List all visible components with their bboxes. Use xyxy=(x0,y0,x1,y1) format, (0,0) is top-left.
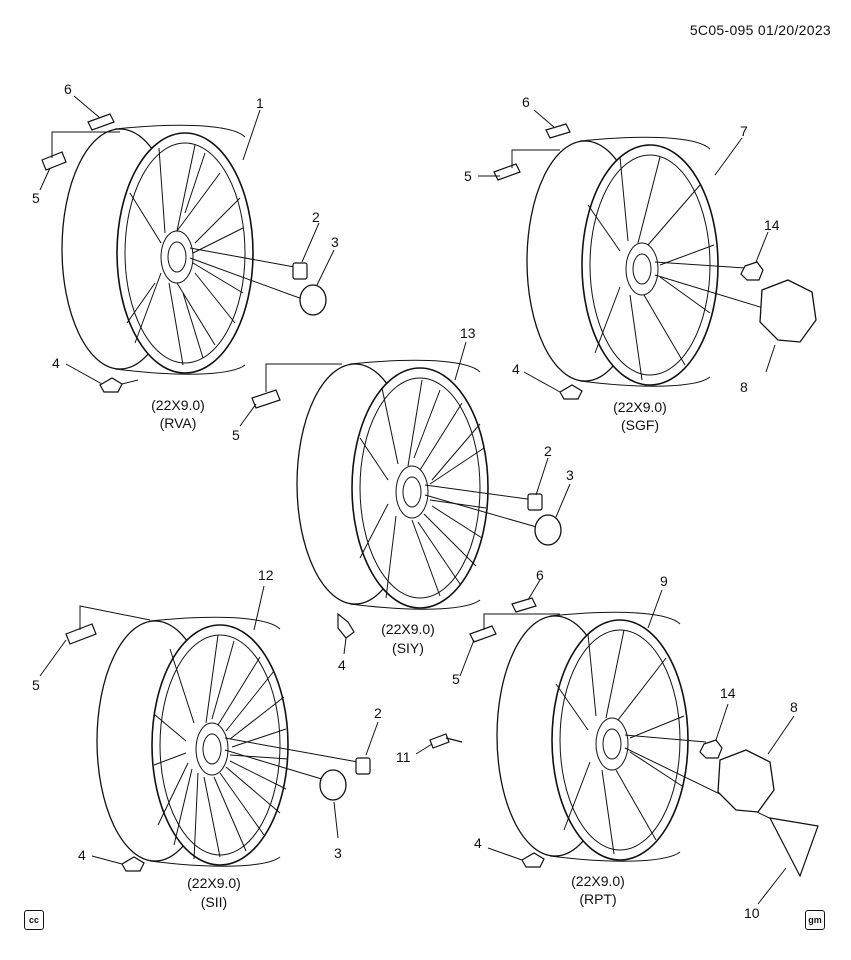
callout-2c: 2 xyxy=(374,705,382,721)
callout-3a: 3 xyxy=(331,234,339,250)
callout-8b: 8 xyxy=(790,699,798,715)
callout-10: 10 xyxy=(744,905,760,921)
callout-4e: 4 xyxy=(474,835,482,851)
callout-4a: 4 xyxy=(52,355,60,371)
callout-9: 9 xyxy=(660,573,668,589)
wheel-rpt xyxy=(496,611,689,863)
callout-14b: 14 xyxy=(720,685,736,701)
callout-2a: 2 xyxy=(312,209,320,225)
lug-nut-2a xyxy=(292,262,308,280)
cap-insert-10 xyxy=(768,817,819,878)
callout-5a: 5 xyxy=(32,190,40,206)
adhesive-weight-5c xyxy=(251,389,281,409)
spec-code-rva: (RVA) xyxy=(160,415,197,431)
spec-size-sgf: (22X9.0) xyxy=(613,399,667,415)
valve-stem-4a xyxy=(99,377,123,393)
spec-code-sii: (SII) xyxy=(201,894,227,910)
callout-7: 7 xyxy=(740,123,748,139)
callout-5e: 5 xyxy=(452,671,460,687)
adhesive-weight-5a xyxy=(41,151,67,171)
spec-size-sii: (22X9.0) xyxy=(187,875,241,891)
wheel-siy xyxy=(296,359,489,611)
wheel-sii xyxy=(96,616,289,868)
lug-nut-2c xyxy=(355,757,371,775)
callout-5c: 5 xyxy=(232,427,240,443)
callout-2b: 2 xyxy=(544,443,552,459)
wheel-rva xyxy=(61,124,254,376)
bolt-11 xyxy=(429,733,463,749)
wheel-sgf xyxy=(526,136,719,388)
callout-13: 13 xyxy=(460,325,476,341)
adhesive-weight-5d xyxy=(65,623,97,645)
callout-14a: 14 xyxy=(764,217,780,233)
center-cap-3c xyxy=(319,769,347,801)
spec-size-siy: (22X9.0) xyxy=(381,621,435,637)
valve-stem-4e xyxy=(521,852,545,868)
spec-size-rpt: (22X9.0) xyxy=(571,873,625,889)
center-cap-3b xyxy=(534,514,562,546)
spec-code-rpt: (RPT) xyxy=(579,891,616,907)
callout-5b: 5 xyxy=(464,168,472,184)
callout-5d: 5 xyxy=(32,677,40,693)
valve-stem-4c xyxy=(337,612,355,639)
wheel-weight-6c xyxy=(511,597,537,613)
callout-1: 1 xyxy=(256,95,264,111)
callout-6c: 6 xyxy=(536,567,544,583)
callout-4c: 4 xyxy=(338,657,346,673)
valve-stem-4b xyxy=(559,384,583,400)
valve-stem-4d xyxy=(121,856,145,872)
wheel-weight-6b xyxy=(545,123,571,139)
callout-6b: 6 xyxy=(522,94,530,110)
callout-6a: 6 xyxy=(64,81,72,97)
spec-code-sgf: (SGF) xyxy=(621,417,659,433)
center-cap-3a xyxy=(299,284,327,316)
callout-3c: 3 xyxy=(334,845,342,861)
callout-11: 11 xyxy=(396,749,411,765)
wheel-weight-6a xyxy=(87,113,115,131)
callout-3b: 3 xyxy=(566,467,574,483)
spec-size-rva: (22X9.0) xyxy=(151,397,205,413)
callout-12: 12 xyxy=(258,567,274,583)
center-cap-8a xyxy=(759,279,817,343)
adhesive-weight-5b xyxy=(493,163,521,181)
lug-nut-14b xyxy=(699,739,723,759)
center-cap-8b xyxy=(717,749,775,813)
gm-corner-mark: gm xyxy=(805,910,825,930)
callout-4d: 4 xyxy=(78,847,86,863)
lug-nut-2b xyxy=(527,493,543,511)
cc-corner-mark: cc xyxy=(24,910,44,930)
adhesive-weight-5e xyxy=(469,625,497,643)
document-id: 5C05-095 01/20/2023 xyxy=(689,22,831,38)
callout-4b: 4 xyxy=(512,361,520,377)
spec-code-siy: (SIY) xyxy=(392,640,424,656)
callout-8a: 8 xyxy=(740,379,748,395)
lug-nut-14a xyxy=(740,261,764,281)
